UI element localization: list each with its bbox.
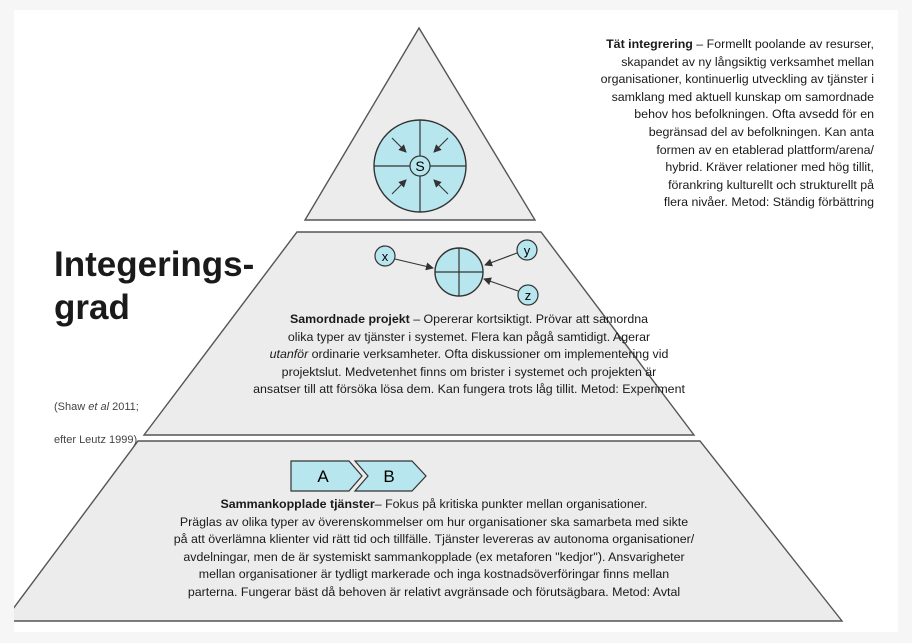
- symbol-z-label: z: [525, 288, 532, 303]
- tier-top-heading: Tät integrering: [606, 37, 693, 51]
- integration-pyramid: S x y z A B: [14, 26, 844, 622]
- title-line-1: Integerings-: [54, 245, 255, 284]
- symbol-s-label: S: [415, 158, 424, 174]
- tier-middle-description: Samordnade projekt – Opererar kortsiktig…: [253, 312, 685, 397]
- tier-top-description: Tät integrering – Formellt poolande av r…: [600, 37, 874, 210]
- tier-bottom-trapezoid: [14, 440, 844, 622]
- chain-chevrons-icon: [290, 460, 427, 492]
- tier-bottom-heading: Sammankopplade tjänster: [220, 497, 375, 511]
- box-b-label: B: [383, 467, 394, 486]
- slide: S x y z A B Integerings- grad (Shaw et a…: [14, 10, 898, 632]
- box-a-label: A: [317, 467, 329, 486]
- symbol-x-label: x: [382, 249, 389, 264]
- tier-middle-heading: Samordnade projekt: [289, 312, 410, 326]
- citation-line-1: (Shaw et al 2011;: [54, 401, 139, 413]
- title-line-2: grad: [54, 288, 130, 327]
- tier-middle-trapezoid: [142, 231, 696, 436]
- tier-bottom-description: Sammankopplade tjänster– Fokus på kritis…: [173, 497, 695, 599]
- coordination-circle-icon: [374, 239, 539, 306]
- symbol-y-label: y: [524, 243, 531, 258]
- citation-line-2: efter Leutz 1999): [54, 434, 138, 446]
- integration-circle-icon: [373, 119, 467, 213]
